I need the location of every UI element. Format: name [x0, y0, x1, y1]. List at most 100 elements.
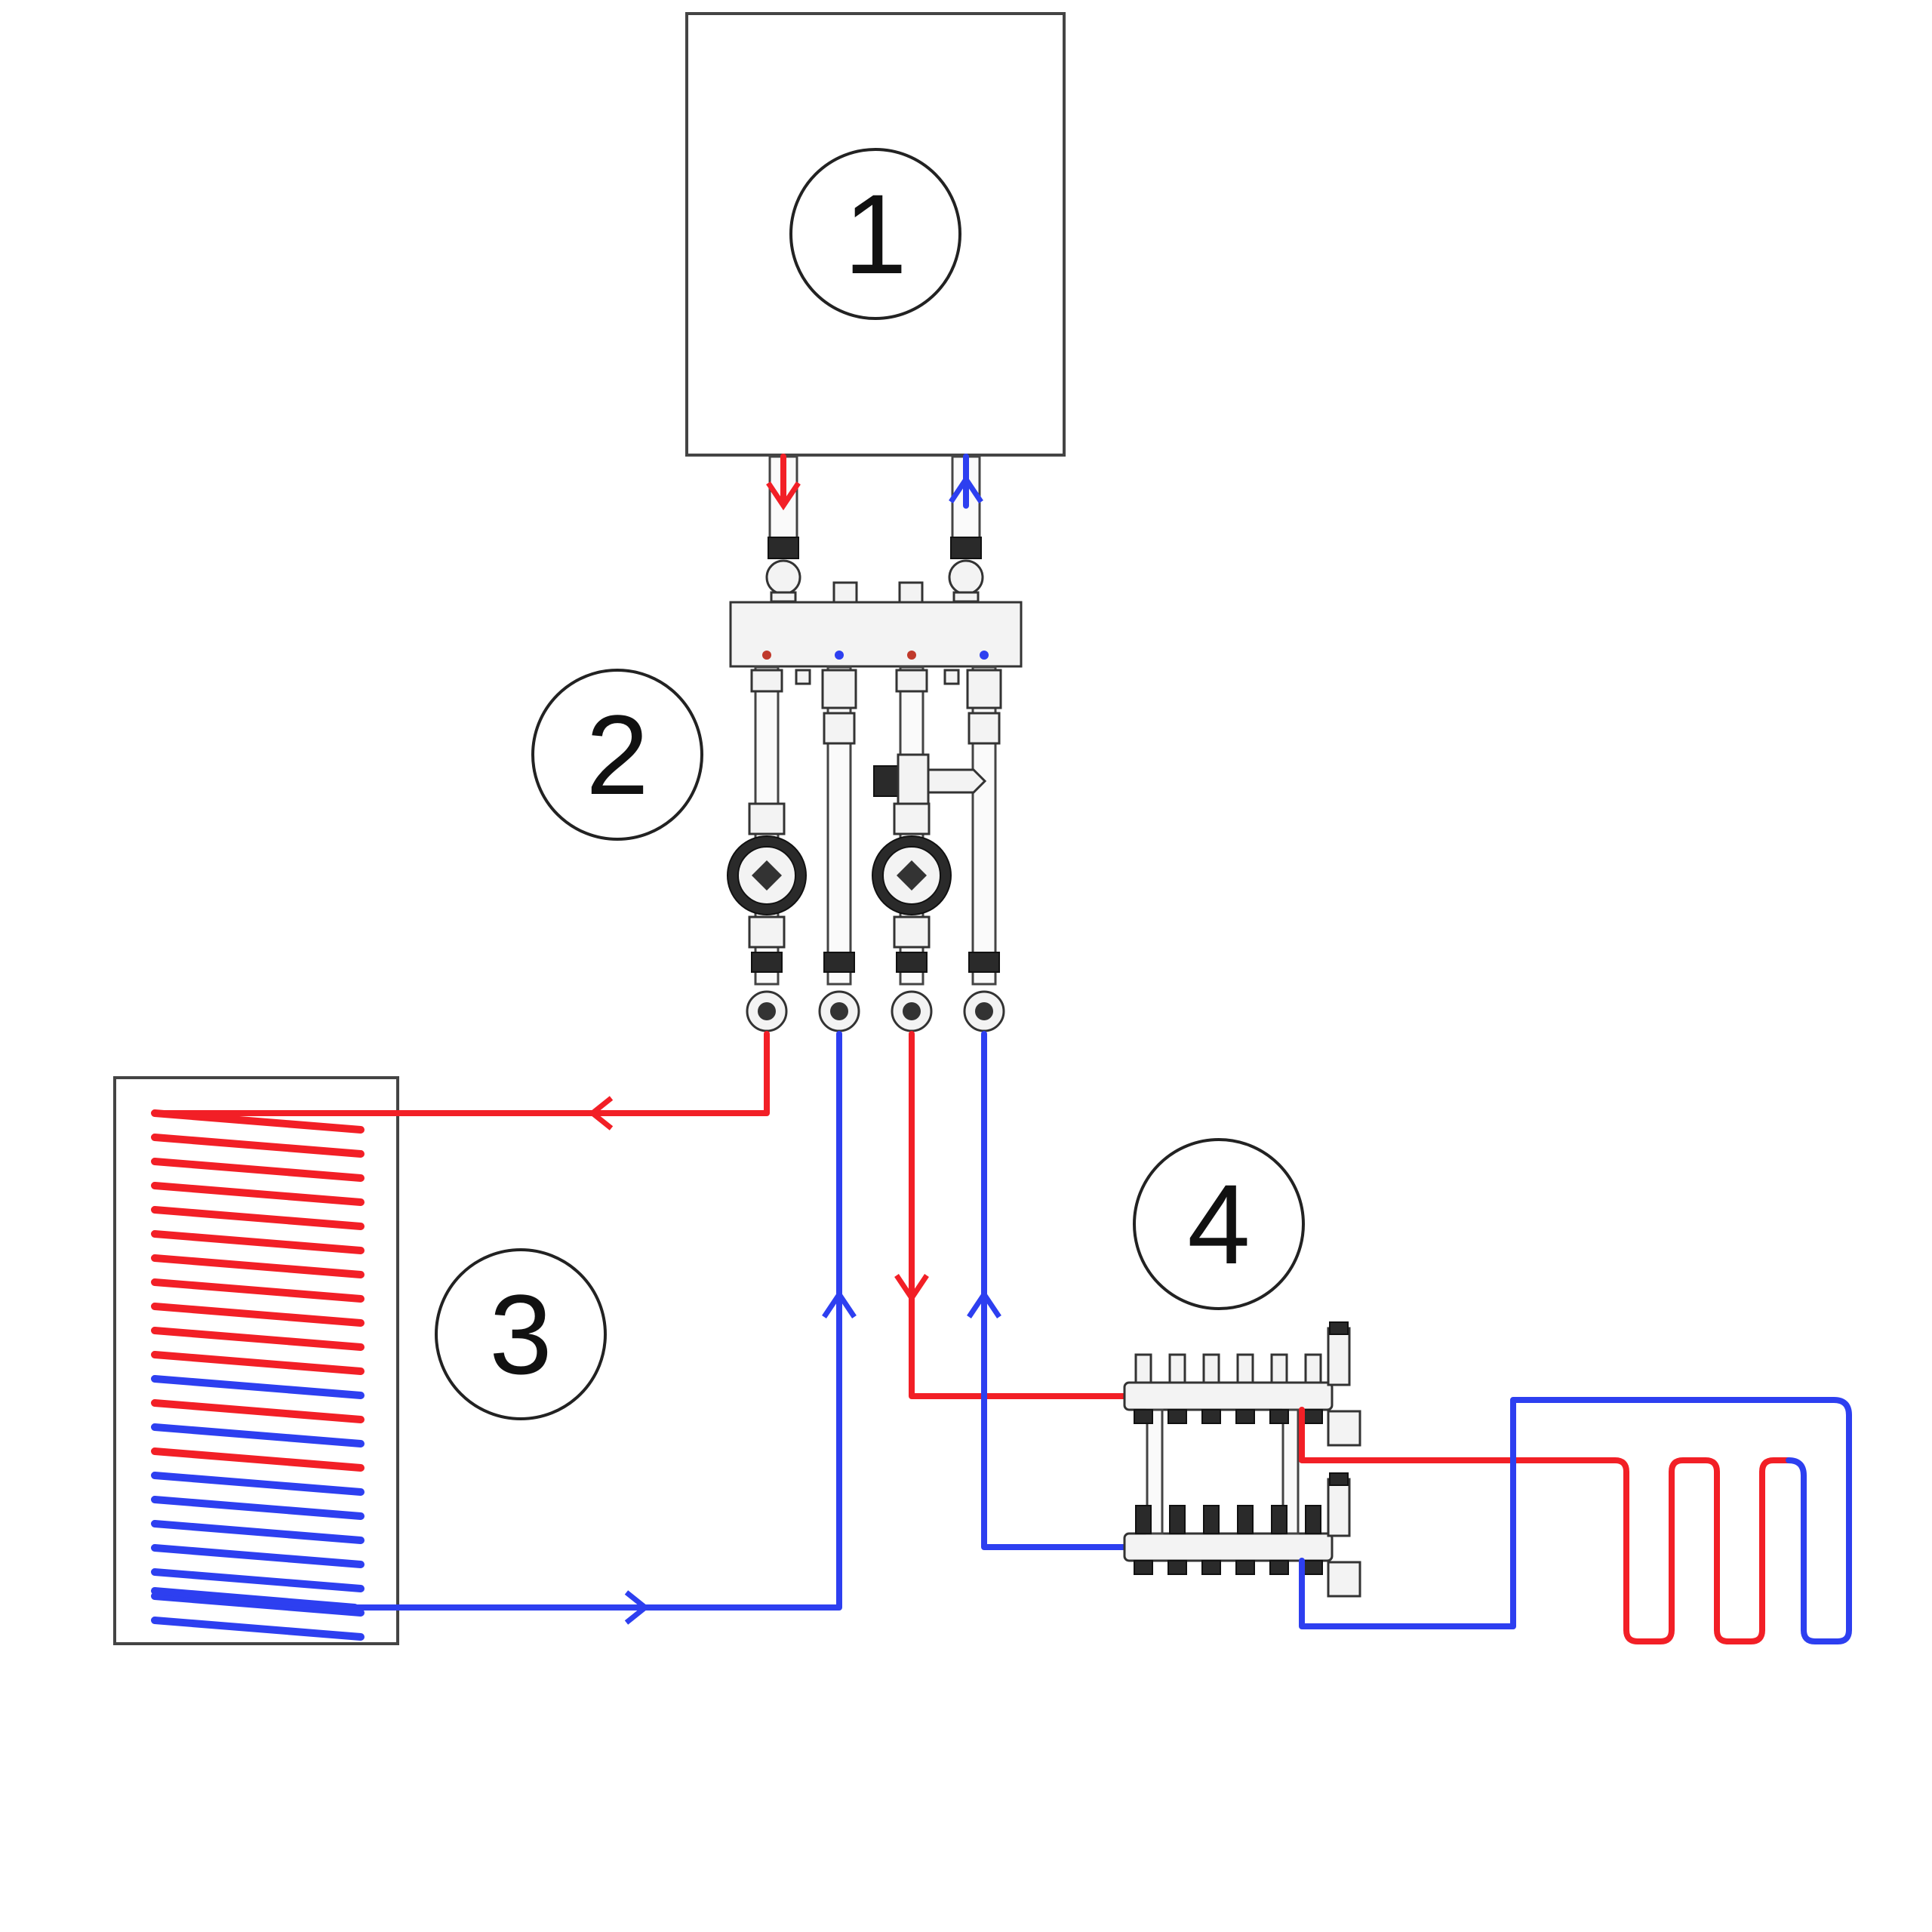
- tank-return-up-arrow: [822, 1289, 857, 1318]
- manifold-outlet-nut: [1303, 1560, 1323, 1575]
- return-valve-body: [948, 559, 984, 595]
- coil-turn: [151, 1327, 365, 1351]
- supply-air-vent: [1327, 1327, 1351, 1386]
- leg-4-union: [968, 712, 1001, 745]
- leg-4-valve-handle: [968, 952, 1000, 973]
- manifold-outlet-nut: [1201, 1409, 1221, 1424]
- leg-2-fitting: [821, 669, 857, 709]
- boiler-number-circle: [789, 148, 961, 320]
- tank-return-line: [352, 1031, 842, 1611]
- boiler-return-arrow: [949, 474, 983, 503]
- manifold-outlet-nut: [1235, 1560, 1255, 1575]
- return-drain-valve: [1327, 1561, 1361, 1598]
- storage-tank: 3: [113, 1076, 607, 1645]
- coil-turn: [151, 1423, 365, 1447]
- pump-1-union-bottom: [748, 915, 786, 949]
- leg-4-gauge-icon: [975, 1002, 993, 1020]
- return-air-vent-cap: [1329, 1472, 1349, 1486]
- coil-turn: [151, 1617, 365, 1641]
- floor-supply-line: [909, 1031, 1135, 1399]
- coil-turn: [151, 1496, 365, 1520]
- coil-turn: [151, 1303, 365, 1327]
- coil-turn: [151, 1375, 365, 1399]
- coil-turn: [151, 1230, 365, 1254]
- manifold-valve-head: [1237, 1505, 1254, 1534]
- leg-4-fitting: [966, 669, 1002, 709]
- manifold-plug-1: [795, 669, 811, 685]
- floor-supply-arrow: [894, 1274, 929, 1303]
- boiler: 1: [685, 12, 1066, 457]
- mixing-valve-bypass: [927, 768, 987, 794]
- pump-2-union-top: [893, 802, 931, 835]
- return-valve-handle: [950, 537, 982, 559]
- return-valve-nut: [952, 591, 980, 603]
- supply-air-vent-cap: [1329, 1321, 1349, 1335]
- supply-manifold-bar: [1123, 1381, 1334, 1411]
- tank-supply-arrow: [588, 1096, 614, 1131]
- dot-hot-2: [907, 651, 916, 660]
- tank-return-arrow: [624, 1590, 650, 1625]
- manifold-outlet-nut: [1269, 1560, 1289, 1575]
- boiler-supply-arrow: [766, 481, 801, 511]
- manifold-valve-head: [1134, 1353, 1152, 1384]
- manifold-outlet-nut: [1303, 1409, 1323, 1424]
- hydraulic-group: 2: [531, 581, 1023, 1032]
- leg-3-gauge-icon: [903, 1002, 921, 1020]
- manifold-bracket-left: [1146, 1408, 1164, 1535]
- manifold-valve-head: [1270, 1353, 1288, 1384]
- manifold-outlet-nut: [1134, 1409, 1153, 1424]
- manifold-bracket-right: [1281, 1408, 1300, 1535]
- manifold-outlet-nut: [1201, 1560, 1221, 1575]
- tank-number-circle: [435, 1248, 607, 1420]
- dot-cold-2: [980, 651, 989, 660]
- pump-2-union-bottom: [893, 915, 931, 949]
- underfloor-loop-return: [1299, 1397, 1852, 1644]
- boiler-housing: [685, 12, 1066, 457]
- floor-return-arrow: [967, 1289, 1001, 1318]
- floor-manifold-number: 4: [1187, 1161, 1250, 1287]
- manifold-valve-head: [1202, 1353, 1220, 1384]
- coil-turn: [151, 1158, 365, 1182]
- leg-3-fitting: [895, 669, 928, 693]
- floor-manifold: 4: [1123, 1138, 1361, 1598]
- distribution-manifold-bar: [729, 601, 1023, 668]
- floor-return-line: [981, 1031, 1135, 1550]
- manifold-vent-right: [898, 581, 924, 605]
- manifold-plug-2: [943, 669, 960, 685]
- leg-2-union: [823, 712, 856, 745]
- mixing-valve-body: [897, 753, 930, 805]
- dot-hot-1: [762, 651, 771, 660]
- floor-manifold-number-circle: [1133, 1138, 1305, 1310]
- pump-1-impeller-icon: [752, 860, 782, 891]
- manifold-outlet-nut: [1168, 1409, 1187, 1424]
- leg-1-fitting: [750, 669, 783, 693]
- coil-turn: [151, 1544, 365, 1568]
- return-manifold-bar: [1123, 1532, 1334, 1562]
- manifold-valve-head: [1169, 1505, 1186, 1534]
- leg-2-valve-handle: [823, 952, 855, 973]
- coil-turn: [151, 1206, 365, 1230]
- manifold-valve-head: [1236, 1353, 1254, 1384]
- manifold-valve-head: [1168, 1353, 1186, 1384]
- tank-supply-line: [155, 1031, 770, 1116]
- manifold-vent-left: [832, 581, 858, 605]
- hydraulic-group-number: 2: [586, 691, 648, 818]
- coil-turn: [151, 1592, 365, 1617]
- coil-turn: [151, 1399, 365, 1423]
- manifold-outlet-nut: [1134, 1560, 1153, 1575]
- supply-valve-handle: [768, 537, 799, 559]
- pump-1-union-top: [748, 802, 786, 835]
- manifold-valve-head: [1305, 1505, 1321, 1534]
- leg-1-valve-handle: [751, 952, 783, 973]
- manifold-outlet-nut: [1235, 1409, 1255, 1424]
- underfloor-loop-supply: [1299, 1407, 1792, 1644]
- coil-turn: [151, 1278, 365, 1303]
- return-air-vent: [1327, 1478, 1351, 1537]
- coil-outlet: [151, 1587, 358, 1611]
- tank-housing: [113, 1076, 399, 1645]
- supply-valve-body: [765, 559, 801, 595]
- coil-turn: [151, 1351, 365, 1375]
- coil-turn: [151, 1447, 365, 1472]
- tank-number: 3: [489, 1271, 552, 1398]
